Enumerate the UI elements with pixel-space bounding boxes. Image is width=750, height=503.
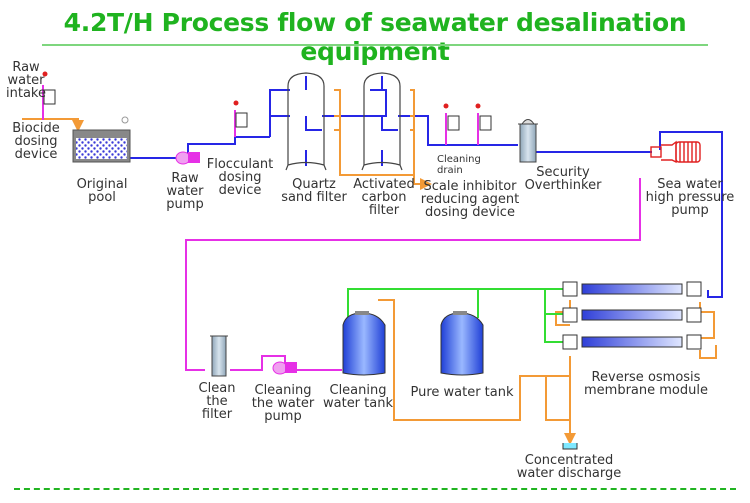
pipe-ro-concentrate-1 [699,302,715,339]
biocide-dosing-tank-icon [42,71,56,105]
security-filter-icon [518,119,538,163]
high-pressure-pump-icon [650,140,701,164]
label-high-pressure-pump: Sea water high pressure pump [645,177,735,218]
label-concentrated-water-discharge: Concentrated water discharge [516,453,622,481]
pipes-pure-water [347,288,565,343]
pipes-raw-water [130,76,723,298]
diagram-title: 4.2T/H Process flow of seawater desalina… [63,8,687,66]
pipe-backwash [334,89,415,176]
label-scale-inhibitor-dosing-device: Scale inhibitor reducing agent dosing de… [420,179,520,220]
clean-filter-icon [210,335,228,377]
pipe-hp-pump-to-ro [659,131,723,298]
pipe-scale-dose [445,113,479,145]
pipe-into-sand-filter [269,89,290,137]
label-ro-membrane-module: Reverse osmosis membrane module [584,370,708,398]
ro-vessel-3 [562,334,702,350]
activated-carbon-filter-icon [361,72,403,171]
label-security-filter: Security Overthinker [524,165,602,193]
concentrate-discharge-basin-icon [562,443,578,450]
pipe-ro-concentrate-2 [699,345,717,359]
label-cleaning-water-tank: Cleaning water tank [322,383,394,411]
label-pure-water-tank: Pure water tank [410,385,514,400]
pipe-cleaning-loop [185,178,641,371]
pipes-dosing [42,85,641,371]
ro-vessel-2 [562,307,702,323]
label-cleaning-drain: Cleaning drain [437,154,481,176]
label-raw-water-intake: Raw water intake [6,60,46,101]
label-cleaning-pump: Cleaning the water pump [251,383,315,424]
pipe-cleaning-return [378,299,570,421]
quartz-sand-filter-icon [285,72,327,171]
pipe-sand-internal [305,76,322,166]
ro-vessel-1 [562,281,702,297]
flocculant-dosing-tank-icon [233,100,248,128]
label-clean-filter: Clean the filter [198,381,236,422]
pipe-pump-to-filter [187,136,270,158]
label-flocculant-dosing-device: Flocculant dosing device [206,157,274,198]
label-activated-carbon-filter: Activated carbon filter [353,177,415,218]
bottom-divider [14,488,736,490]
pipe-carbon-internal [381,76,398,166]
label-biocide-dosing-device: Biocide dosing device [12,121,60,162]
label-raw-water-pump: Raw water pump [166,171,204,212]
original-pool-icon [72,116,131,163]
title-divider [42,44,708,46]
scale-inhibitor-dosing-tanks-icon [443,103,492,131]
pipe-sand-to-carbon [322,89,387,117]
label-quartz-sand-filter: Quartz sand filter [281,177,347,205]
cleaning-water-tank-icon [342,311,386,376]
pipe-cleaning-pump [230,355,342,371]
cleaning-pump-icon [272,361,297,375]
pipes-drain [22,89,717,445]
raw-water-pump-icon [175,151,200,165]
pipe-cleaning-drain [340,174,432,190]
pipe-biocide-feed [22,118,84,132]
ro-membrane-module-icon [562,281,702,350]
pure-water-tank-icon [440,311,484,376]
pipe-product-water [347,288,565,343]
label-original-pool: Original pool [76,177,128,205]
